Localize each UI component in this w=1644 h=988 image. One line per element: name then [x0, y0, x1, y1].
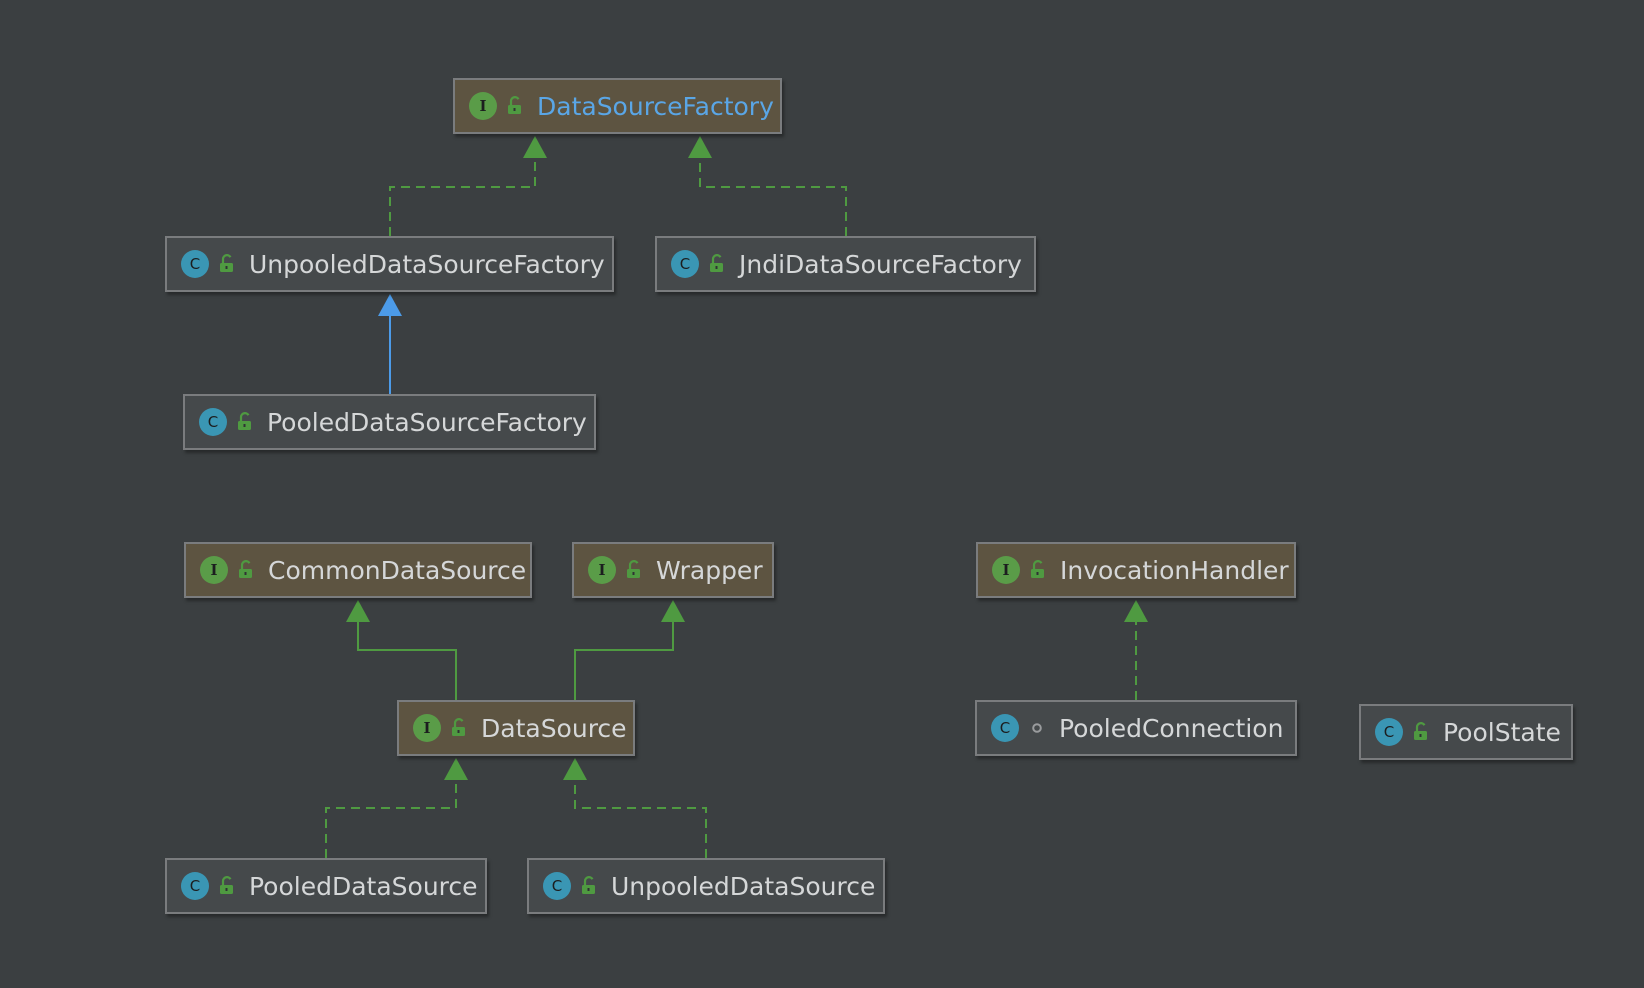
class-icon: C [543, 872, 571, 900]
arrowhead-datasource-to-wrapper [661, 600, 685, 622]
node-label: CommonDataSource [268, 555, 527, 585]
node-label: JndiDataSourceFactory [739, 249, 1022, 279]
node-poolstate[interactable]: C PoolState [1359, 704, 1573, 760]
class-icon: C [199, 408, 227, 436]
unlocked-padlock-icon [449, 718, 469, 738]
class-icon: C [1375, 718, 1403, 746]
node-label: PooledDataSourceFactory [267, 407, 587, 437]
node-unpooleddatasourcefactory[interactable]: C UnpooledDataSourceFactory [165, 236, 614, 292]
arrowhead-unpooleddatasourcefactory-to-datasourcefactory [523, 136, 547, 158]
unlocked-padlock-icon [505, 96, 525, 116]
node-pooleddatasource[interactable]: C PooledDataSource [165, 858, 487, 914]
node-label: DataSourceFactory [537, 91, 774, 121]
interface-icon: I [200, 556, 228, 584]
node-datasourcefactory[interactable]: I DataSourceFactory [453, 78, 782, 134]
interface-icon: I [413, 714, 441, 742]
node-label: InvocationHandler [1060, 555, 1289, 585]
edge-interface-extends-datasource-to-wrapper [574, 622, 674, 700]
unlocked-padlock-icon [217, 254, 237, 274]
edge-interface-extends-datasource-to-commondatasource [357, 622, 457, 700]
node-label: PooledConnection [1059, 713, 1284, 743]
class-icon: C [671, 250, 699, 278]
node-label: UnpooledDataSourceFactory [249, 249, 605, 279]
interface-icon: I [588, 556, 616, 584]
node-wrapper[interactable]: I Wrapper [572, 542, 774, 598]
unlocked-padlock-icon [579, 876, 599, 896]
node-label: PooledDataSource [249, 871, 478, 901]
edge-implements-unpooleddatasource-to-datasource [574, 780, 707, 858]
arrowhead-pooleddatasource-to-datasource [444, 758, 468, 780]
node-label: PoolState [1443, 717, 1561, 747]
unlocked-padlock-icon [1028, 560, 1048, 580]
node-datasource[interactable]: I DataSource [397, 700, 635, 756]
unlocked-padlock-icon [217, 876, 237, 896]
node-commondatasource[interactable]: I CommonDataSource [184, 542, 532, 598]
dot-icon [1027, 718, 1047, 738]
edge-implements-unpooleddatasourcefactory-to-datasourcefactory [389, 158, 536, 236]
unlocked-padlock-icon [235, 412, 255, 432]
arrowhead-jndidatasourcefactory-to-datasourcefactory [688, 136, 712, 158]
node-label: DataSource [481, 713, 627, 743]
unlocked-padlock-icon [707, 254, 727, 274]
arrowhead-pooledconnection-to-invocationhandler [1124, 600, 1148, 622]
arrowhead-pooleddatasourcefactory-to-unpooleddatasourcefactory [378, 294, 402, 316]
unlocked-padlock-icon [236, 560, 256, 580]
node-unpooleddatasource[interactable]: C UnpooledDataSource [527, 858, 885, 914]
unlocked-padlock-icon [624, 560, 644, 580]
unlocked-padlock-icon [1411, 722, 1431, 742]
node-jndidatasourcefactory[interactable]: C JndiDataSourceFactory [655, 236, 1036, 292]
node-invocationhandler[interactable]: I InvocationHandler [976, 542, 1296, 598]
interface-icon: I [992, 556, 1020, 584]
arrowhead-unpooleddatasource-to-datasource [563, 758, 587, 780]
node-label: UnpooledDataSource [611, 871, 876, 901]
edge-implements-jndidatasourcefactory-to-datasourcefactory [699, 158, 847, 236]
node-pooleddatasourcefactory[interactable]: C PooledDataSourceFactory [183, 394, 596, 450]
edge-implements-pooleddatasource-to-datasource [325, 780, 457, 858]
class-icon: C [991, 714, 1019, 742]
node-pooledconnection[interactable]: C PooledConnection [975, 700, 1297, 756]
class-icon: C [181, 250, 209, 278]
class-icon: C [181, 872, 209, 900]
arrowhead-datasource-to-commondatasource [346, 600, 370, 622]
node-label: Wrapper [656, 555, 763, 585]
interface-icon: I [469, 92, 497, 120]
